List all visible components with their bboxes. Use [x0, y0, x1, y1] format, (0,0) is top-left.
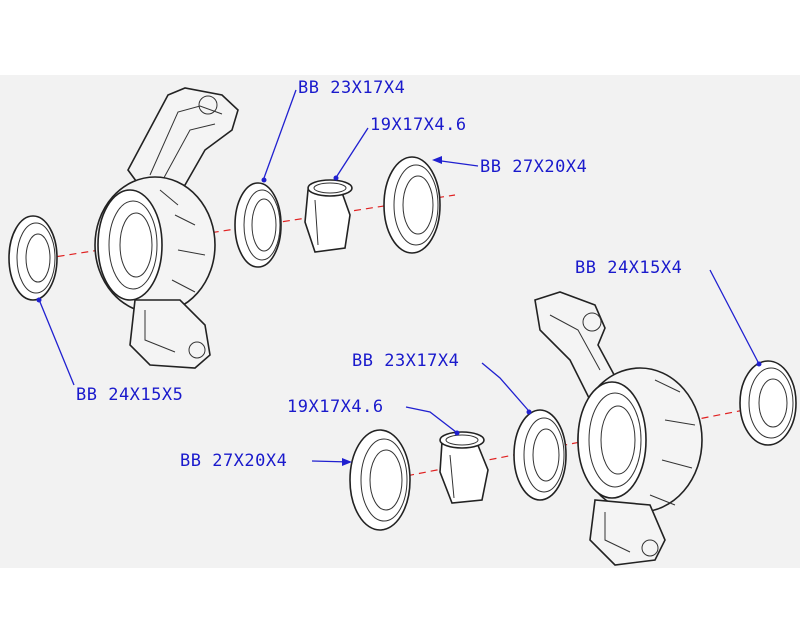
- right-bearing-24x15x4: [739, 360, 797, 446]
- label-left-bb-24x15x5: BB 24X15X5: [76, 385, 183, 405]
- leader-lines: [36, 89, 762, 466]
- lower-assembly: [349, 291, 797, 566]
- part-labels: BB 23X17X4 19X17X4.6 BB 27X20X4 BB 24X15…: [76, 78, 682, 471]
- lower-bearing-27x20x4: [349, 429, 411, 531]
- label-right-bb-24x15x4: BB 24X15X4: [575, 258, 682, 278]
- upper-assembly: [8, 87, 456, 369]
- label-bottom-19x17x4-6: 19X17X4.6: [287, 397, 384, 417]
- label-top-bb-27x20x4: BB 27X20X4: [480, 157, 587, 177]
- label-bottom-bb-23x17x4: BB 23X17X4: [352, 351, 459, 371]
- lower-knuckle: [534, 291, 703, 566]
- label-top-bb-23x17x4: BB 23X17X4: [298, 78, 405, 98]
- left-bearing-24x15x5: [8, 215, 58, 301]
- upper-bearing-27x20x4: [383, 156, 441, 254]
- upper-spacer-19x17x4-6: [304, 179, 353, 253]
- lower-bearing-23x17x4: [513, 409, 567, 501]
- label-bottom-bb-27x20x4: BB 27X20X4: [180, 451, 287, 471]
- upper-bearing-23x17x4: [234, 182, 282, 268]
- lower-spacer-19x17x4-6: [439, 431, 489, 504]
- upper-knuckle: [94, 87, 239, 369]
- label-top-19x17x4-6: 19X17X4.6: [370, 115, 467, 135]
